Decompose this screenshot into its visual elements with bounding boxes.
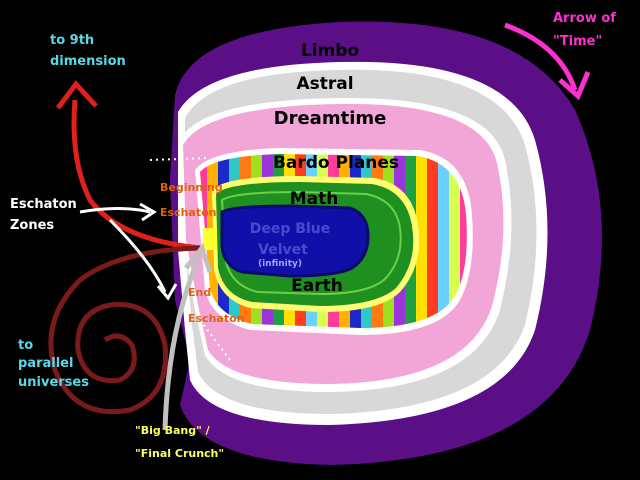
beginning-eschaton-label-2: Eschaton [160,206,216,219]
arrow-of-time-label-2: "Time" [553,34,602,49]
astral-label: Astral [296,74,353,94]
parallel-universes-label-2: parallel [18,356,73,371]
eschaton-zones-label-1: Eschaton [10,197,77,212]
deep-blue-velvet-region [220,204,370,278]
eschaton-point [203,228,217,250]
arrow-of-time [504,22,578,91]
parallel-universes-spiral [48,245,201,415]
big-bang-arrow [162,259,201,431]
ninth-dimension-arrow [71,99,201,251]
big-bang-label-1: "Big Bang" / [135,424,211,437]
infinity-label: (infinity) [258,259,302,269]
deep-blue-label: Deep Blue [250,221,330,237]
bardo-stripe [416,154,427,328]
math-label: Math [290,189,339,209]
eschaton-zones-arrow-down [108,218,167,293]
eschaton-zones-arrow-up [79,207,151,214]
eschaton-zones-label-2: Zones [10,218,54,233]
arrow-of-time-head [558,71,591,101]
big-bang-label-2: "Final Crunch" [135,447,224,460]
ninth-dimension-arrowhead [56,80,98,110]
parallel-universes-label-3: universes [18,375,89,390]
math-inner-line [220,190,402,296]
bardo-stripe [460,154,467,328]
bardo-stripe [449,154,460,328]
end-dotted-line [199,319,231,361]
velvet-label: Velvet [258,242,308,258]
eschaton-zones-arrow-up-head [139,202,157,222]
parallel-universes-label-1: to [18,338,33,353]
ninth-dimension-label-2: dimension [50,54,126,69]
end-eschaton-label-1: End [188,286,211,299]
beginning-eschaton-label-1: Beginning [160,181,223,194]
ninth-dimension-label-1: to 9th [50,33,94,48]
bardo-planes-label: Bardo Planes [273,153,399,173]
bardo-stripe [427,154,438,328]
end-eschaton-label-2: Eschaton [188,312,244,325]
beginning-dotted-line [149,157,211,161]
big-bang-arrowhead [184,242,213,273]
dreamtime-label: Dreamtime [274,108,387,129]
eschaton-zones-arrow-down-head [156,283,178,301]
earth-label: Earth [291,276,343,296]
arrow-of-time-label-1: Arrow of [553,11,616,26]
bardo-stripe [438,154,449,328]
limbo-label: Limbo [301,41,359,61]
